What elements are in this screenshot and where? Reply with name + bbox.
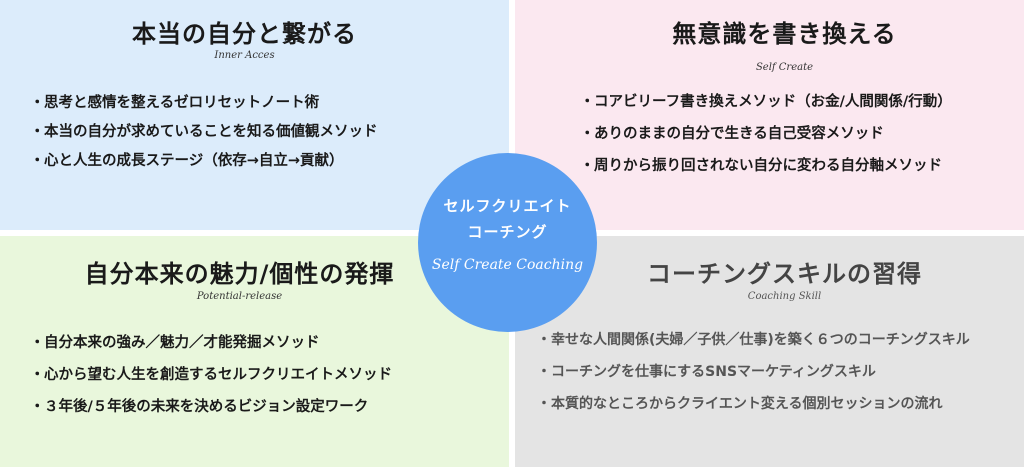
list-item-text: 自分本来の強み／魅力／才能発掘メソッド (44, 335, 320, 351)
list-item: ・３年後/５年後の未来を決めるビジョン設定ワーク (30, 397, 392, 417)
bullet-icon: ・ (537, 364, 551, 380)
bullet-icon: ・ (30, 335, 45, 351)
list-item: ・幸せな人間関係(夫婦／子供／仕事)を築く６つのコーチングスキル (537, 330, 970, 350)
quadrant-subtitle: Potential-release (196, 291, 283, 302)
list-item-text: 周りから振り回されない自分に変わる自分軸メソッド (594, 158, 942, 174)
list-item: ・周りから振り回されない自分に変わる自分軸メソッド (580, 156, 952, 176)
quadrant-subtitle: Self Create (755, 62, 814, 73)
list-item: ・本当の自分が求めていることを知る価値観メソッド (30, 122, 378, 142)
list-item: ・自分本来の強み／魅力／才能発掘メソッド (30, 333, 392, 353)
quadrant-item-list: ・自分本来の強み／魅力／才能発掘メソッド ・心から望む人生を創造するセルフクリエ… (30, 333, 392, 429)
quadrant-item-list: ・コアビリーフ書き換えメソッド（お金/人間関係/行動） ・ありのままの自分で生き… (580, 92, 952, 188)
bullet-icon: ・ (537, 332, 551, 348)
list-item-text: コアビリーフ書き換えメソッド（お金/人間関係/行動） (594, 94, 952, 110)
quadrant-inner-access: 本当の自分と繋がる Inner Acces ・思考と感情を整えるゼロリセットノー… (0, 0, 509, 230)
list-item-text: 幸せな人間関係(夫婦／子供／仕事)を築く６つのコーチングスキル (551, 332, 970, 348)
quadrant-self-create: 無意識を書き換える Self Create ・コアビリーフ書き換えメソッド（お金… (515, 0, 1024, 230)
bullet-icon: ・ (30, 124, 45, 140)
list-item: ・コーチングを仕事にするSNSマーケティングスキル (537, 362, 970, 382)
quadrant-title: 自分本来の魅力/個性の発揮 (84, 260, 395, 288)
center-title-line1: セルフクリエイト (443, 197, 572, 215)
list-item: ・コアビリーフ書き換えメソッド（お金/人間関係/行動） (580, 92, 952, 112)
list-item-text: 心と人生の成長ステージ（依存→自立→貢献） (44, 153, 344, 169)
list-item-text: ３年後/５年後の未来を決めるビジョン設定ワーク (44, 399, 369, 415)
center-circle: セルフクリエイト コーチング Self Create Coaching (418, 153, 597, 332)
bullet-icon: ・ (580, 94, 595, 110)
list-item: ・心と人生の成長ステージ（依存→自立→貢献） (30, 151, 378, 171)
list-item: ・心から望む人生を創造するセルフクリエイトメソッド (30, 365, 392, 385)
bullet-icon: ・ (537, 396, 551, 412)
list-item: ・思考と感情を整えるゼロリセットノート術 (30, 93, 378, 113)
list-item-text: コーチングを仕事にするSNSマーケティングスキル (551, 364, 876, 380)
quadrant-subtitle: Coaching Skill (747, 291, 822, 302)
list-item-text: 本当の自分が求めていることを知る価値観メソッド (44, 124, 378, 140)
bullet-icon: ・ (30, 153, 45, 169)
list-item-text: 心から望む人生を創造するセルフクリエイトメソッド (44, 367, 392, 383)
quadrant-title: 本当の自分と繋がる (132, 20, 357, 48)
bullet-icon: ・ (30, 95, 45, 111)
center-title-line2: コーチング (467, 223, 548, 241)
quadrant-title: コーチングスキルの習得 (647, 260, 922, 288)
list-item-text: 思考と感情を整えるゼロリセットノート術 (44, 95, 320, 111)
list-item-text: ありのままの自分で生きる自己受容メソッド (594, 126, 884, 142)
quadrant-item-list: ・思考と感情を整えるゼロリセットノート術 ・本当の自分が求めていることを知る価値… (30, 93, 378, 180)
bullet-icon: ・ (30, 399, 45, 415)
quadrant-subtitle: Inner Acces (214, 50, 275, 61)
quadrant-title: 無意識を書き換える (672, 20, 897, 48)
quadrant-item-list: ・幸せな人間関係(夫婦／子供／仕事)を築く６つのコーチングスキル ・コーチングを… (537, 330, 970, 426)
list-item: ・本質的なところからクライエント変える個別セッションの流れ (537, 394, 970, 414)
bullet-icon: ・ (580, 126, 595, 142)
bullet-icon: ・ (580, 158, 595, 174)
list-item: ・ありのままの自分で生きる自己受容メソッド (580, 124, 952, 144)
list-item-text: 本質的なところからクライエント変える個別セッションの流れ (551, 396, 943, 412)
bullet-icon: ・ (30, 367, 45, 383)
quadrant-coaching-skill: コーチングスキルの習得 Coaching Skill ・幸せな人間関係(夫婦／子… (515, 236, 1024, 467)
center-subtitle: Self Create Coaching (431, 257, 584, 273)
